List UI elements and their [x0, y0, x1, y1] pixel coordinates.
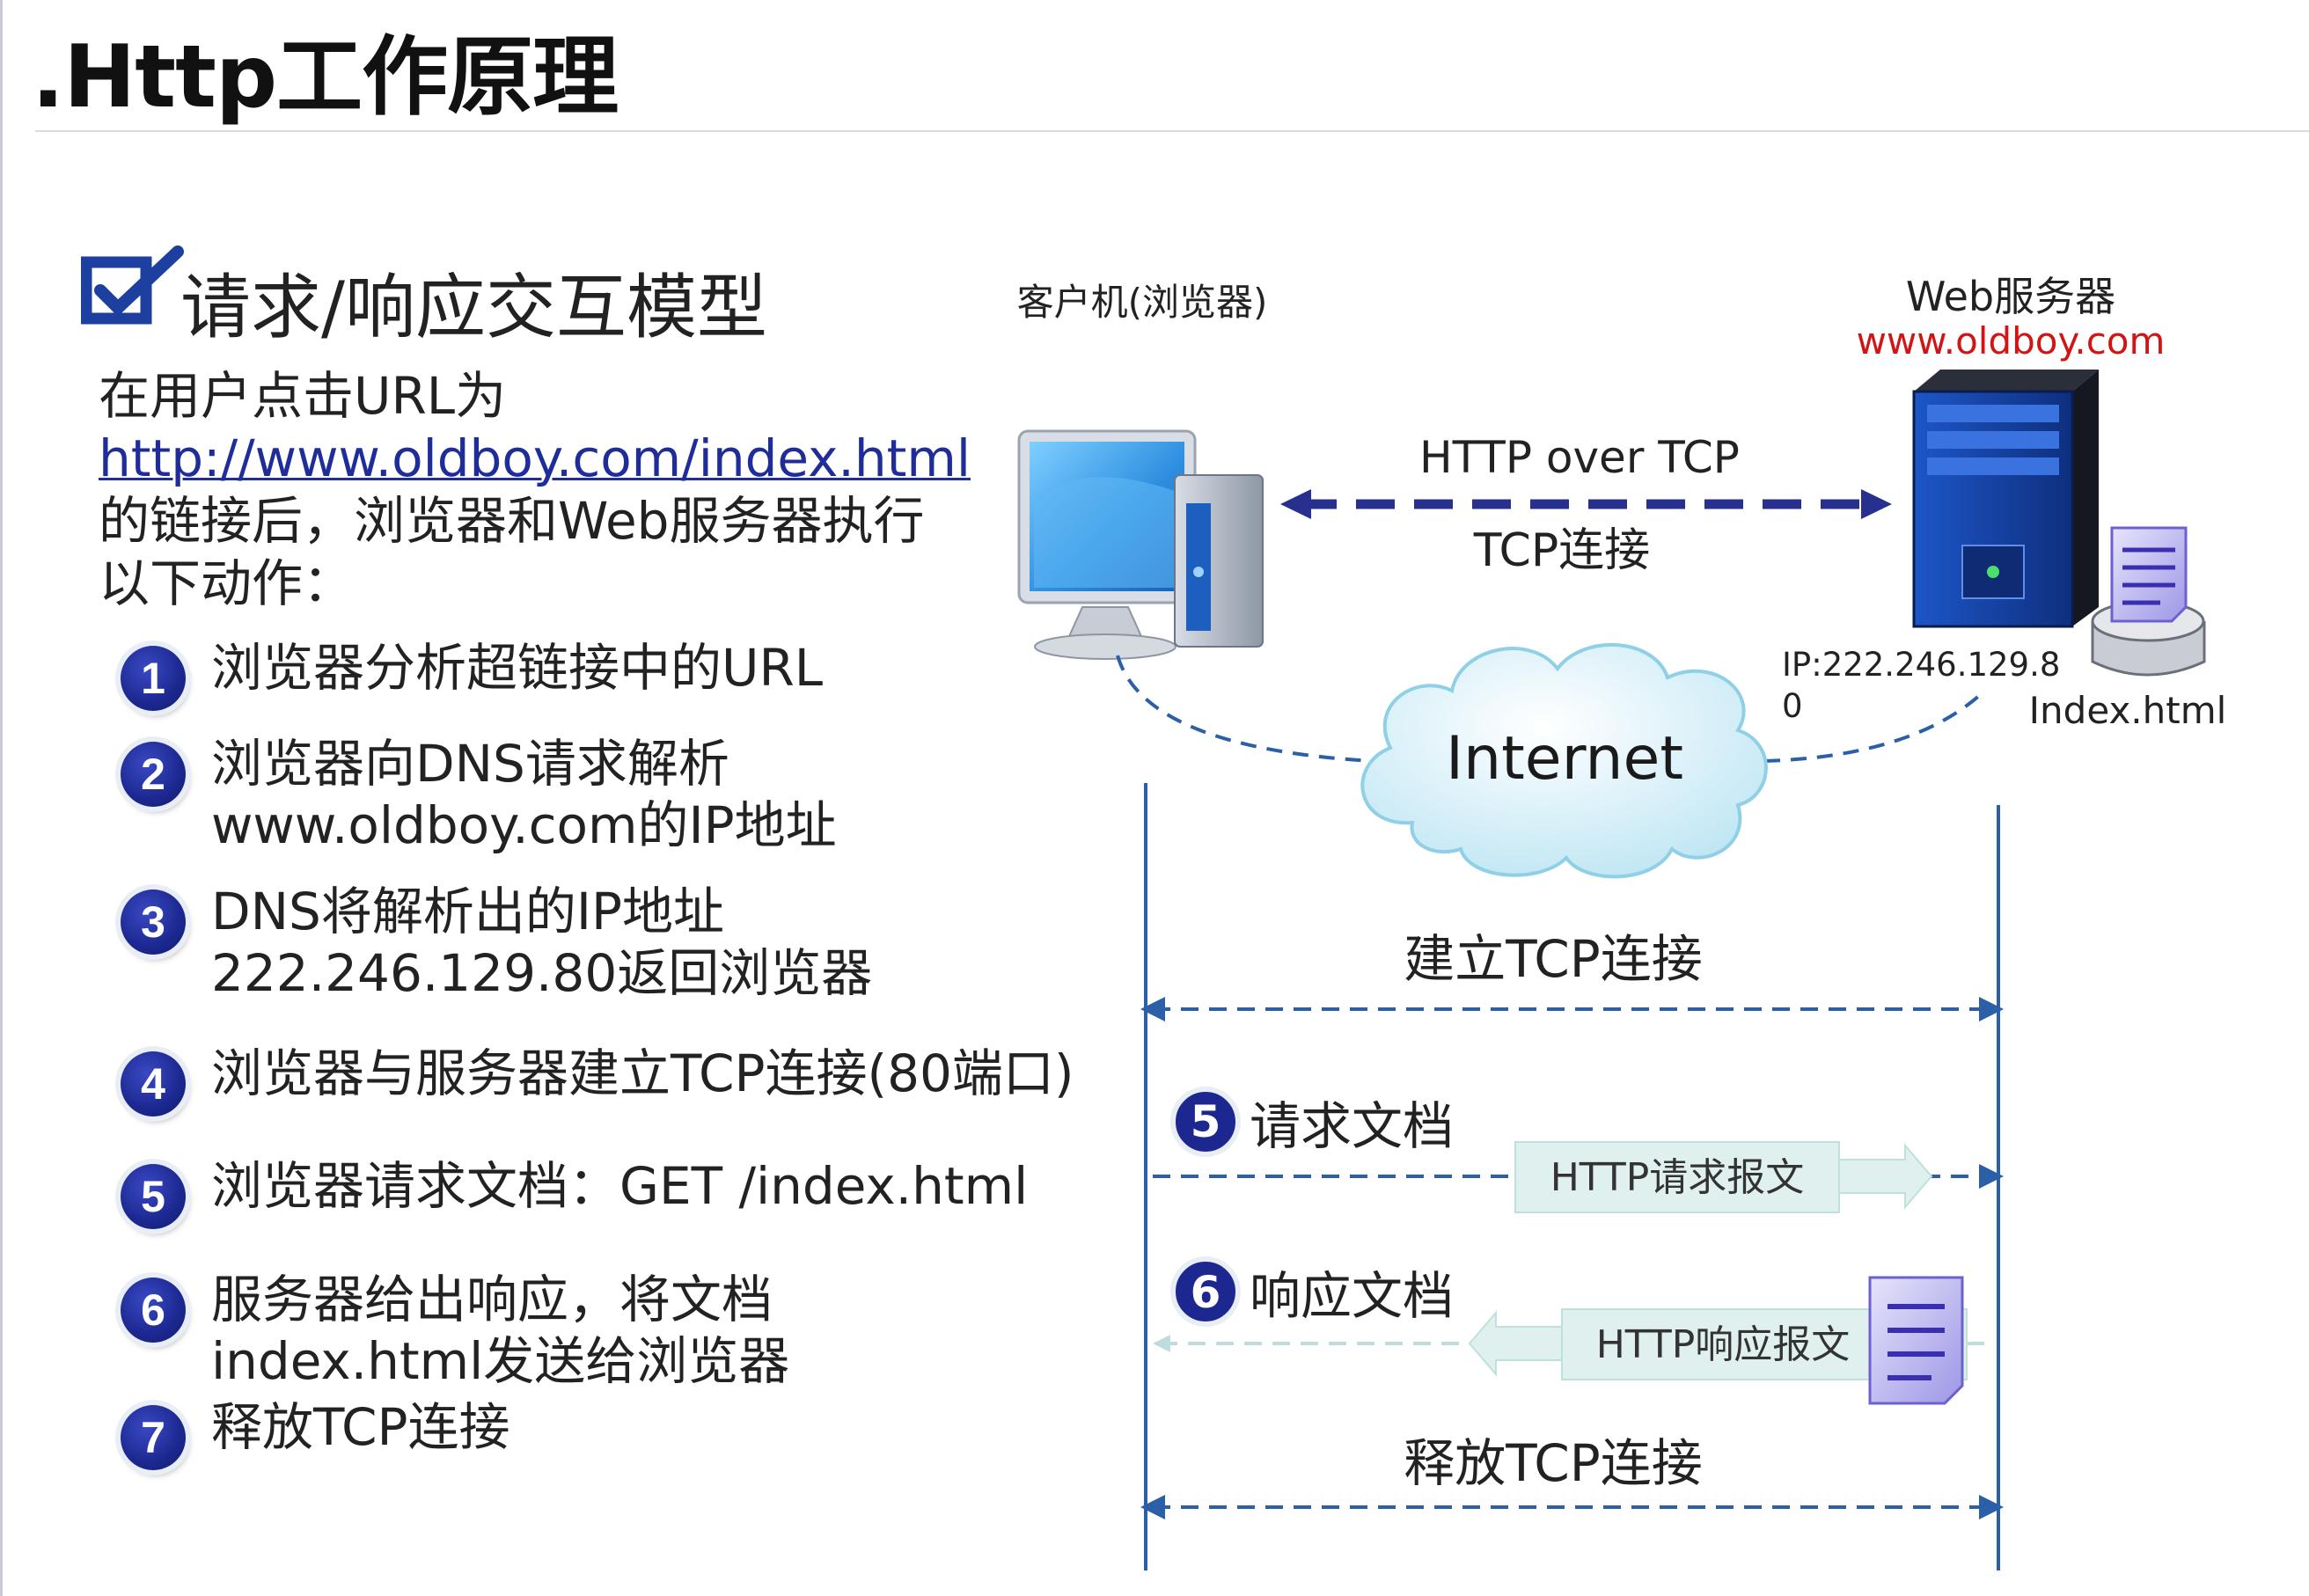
step-text-line: 浏览器向DNS请求解析	[211, 734, 729, 794]
step-number-badge: 2	[121, 742, 186, 807]
step-text-line: DNS将解析出的IP地址	[211, 882, 724, 941]
internet-server-link	[1763, 693, 1982, 763]
server-domain: www.oldboy.com	[1857, 319, 2166, 362]
intro-line: 以下动作：	[99, 553, 355, 613]
title-divider	[35, 130, 2309, 132]
web-server-icon	[1912, 370, 2099, 628]
step-text-line: 服务器给出响应，将文档	[211, 1270, 773, 1329]
http-request-message-label: HTTP请求报文	[1550, 1155, 1805, 1200]
document-icon	[2110, 526, 2188, 623]
step-number-badge: 7	[121, 1405, 186, 1470]
step-6-marker: 6	[1170, 1256, 1241, 1327]
step-text-line: 释放TCP连接	[211, 1397, 510, 1457]
internet-label: Internet	[1446, 724, 1683, 794]
step-number-badge: 3	[121, 890, 186, 955]
http-over-tcp-arrow	[1280, 489, 1892, 519]
step-number-badge: 5	[121, 1164, 186, 1229]
step-text-line: 浏览器分析超链接中的URL	[211, 638, 824, 698]
tcp-connection-label: TCP连接	[1473, 524, 1650, 577]
http-request-message-box	[1514, 1141, 1933, 1213]
server-ip-line: 0	[1782, 687, 1803, 725]
request-document-label: 请求文档	[1250, 1096, 1454, 1156]
server-ip-line: IP:222.246.129.8	[1782, 646, 2060, 684]
step-text-line: index.html发送给浏览器	[211, 1331, 790, 1391]
url-link[interactable]: http://www.oldboy.com/index.html	[99, 428, 971, 488]
checkbox-checked-icon	[81, 245, 184, 325]
http-response-message-label: HTTP响应报文	[1596, 1322, 1851, 1367]
intro-line: 在用户点击URL为	[99, 366, 507, 426]
page-title: .Http工作原理	[32, 27, 619, 128]
step-number-badge: 5	[1191, 1096, 1221, 1147]
client-internet-link	[1116, 655, 1374, 763]
step-number-badge: 1	[121, 646, 186, 711]
step-text-line: 222.246.129.80返回浏览器	[211, 943, 873, 1003]
intro-line: 的链接后，浏览器和Web服务器执行	[99, 491, 925, 551]
step-text-line: www.oldboy.com的IP地址	[211, 795, 837, 855]
release-tcp-label: 释放TCP连接	[1404, 1433, 1703, 1493]
client-label: 客户机(浏览器)	[1017, 281, 1268, 324]
establish-tcp-label: 建立TCP连接	[1404, 929, 1703, 989]
step-number-badge: 4	[121, 1051, 186, 1116]
http-over-tcp-label: HTTP over TCP	[1419, 432, 1740, 483]
server-file-label: Index.html	[2029, 689, 2227, 732]
document-icon	[1868, 1276, 1964, 1405]
server-label: Web服务器	[1906, 273, 2115, 320]
step-text-line: 浏览器请求文档：GET /index.html	[211, 1156, 1029, 1216]
left-border	[0, 0, 3, 1596]
step-text-line: 浏览器与服务器建立TCP连接(80端口)	[211, 1043, 1074, 1103]
response-document-label: 响应文档	[1250, 1266, 1454, 1326]
intro-paragraph: 在用户点击URL为 http://www.oldboy.com/index.ht…	[99, 365, 971, 615]
client-computer-icon	[1017, 429, 1264, 660]
section-title: 请求/响应交互模型	[180, 267, 767, 348]
internet-cloud-icon	[1360, 642, 1768, 879]
step-5-marker: 5	[1170, 1087, 1241, 1157]
step-number-badge: 6	[121, 1278, 186, 1343]
step-number-badge: 6	[1191, 1267, 1221, 1318]
